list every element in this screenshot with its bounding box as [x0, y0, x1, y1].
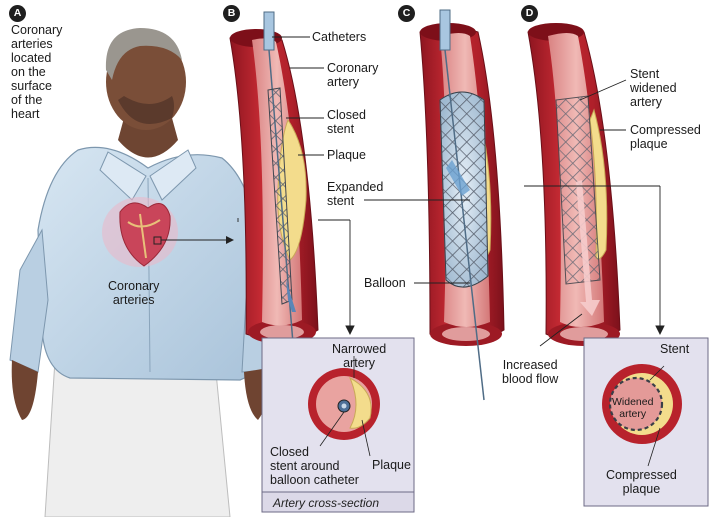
label-coronary-arteries-heart: Coronary arteries located on the surface… — [11, 23, 62, 121]
caption-artery-cross-section: Artery cross-section — [273, 496, 379, 510]
label-balloon: Balloon — [364, 276, 406, 290]
label-stent-cross-section: Stent — [660, 342, 689, 356]
label-widened-artery: Widened artery — [612, 396, 653, 420]
label-increased-blood-flow: Increased blood flow — [502, 358, 558, 386]
label-plaque: Plaque — [327, 148, 366, 162]
artery-d — [528, 23, 620, 346]
label-stent-widened-artery: Stent widened artery — [630, 67, 677, 109]
label-plaque-cross-section: Plaque — [372, 458, 411, 472]
label-compressed-plaque: Compressed plaque — [630, 123, 701, 151]
label-closed-stent-around-catheter: Closed stent around balloon catheter — [270, 445, 359, 487]
panel-letter-a: A — [9, 5, 26, 22]
label-coronary-artery: Coronary artery — [327, 61, 378, 89]
label-closed-stent: Closed stent — [327, 108, 366, 136]
label-compressed-plaque-cross-section: Compressed plaque — [606, 468, 677, 496]
artery-c — [420, 10, 504, 400]
label-expanded-stent: Expanded stent — [327, 180, 383, 208]
label-catheters: Catheters — [312, 30, 366, 44]
panel-letter-c: C — [398, 5, 415, 22]
panel-letter-d: D — [521, 5, 538, 22]
panel-letter-b: B — [223, 5, 240, 22]
label-narrowed-artery: Narrowed artery — [332, 342, 386, 370]
heart-graphic — [102, 197, 178, 267]
label-coronary-arteries-chest: Coronary arteries — [108, 279, 159, 307]
